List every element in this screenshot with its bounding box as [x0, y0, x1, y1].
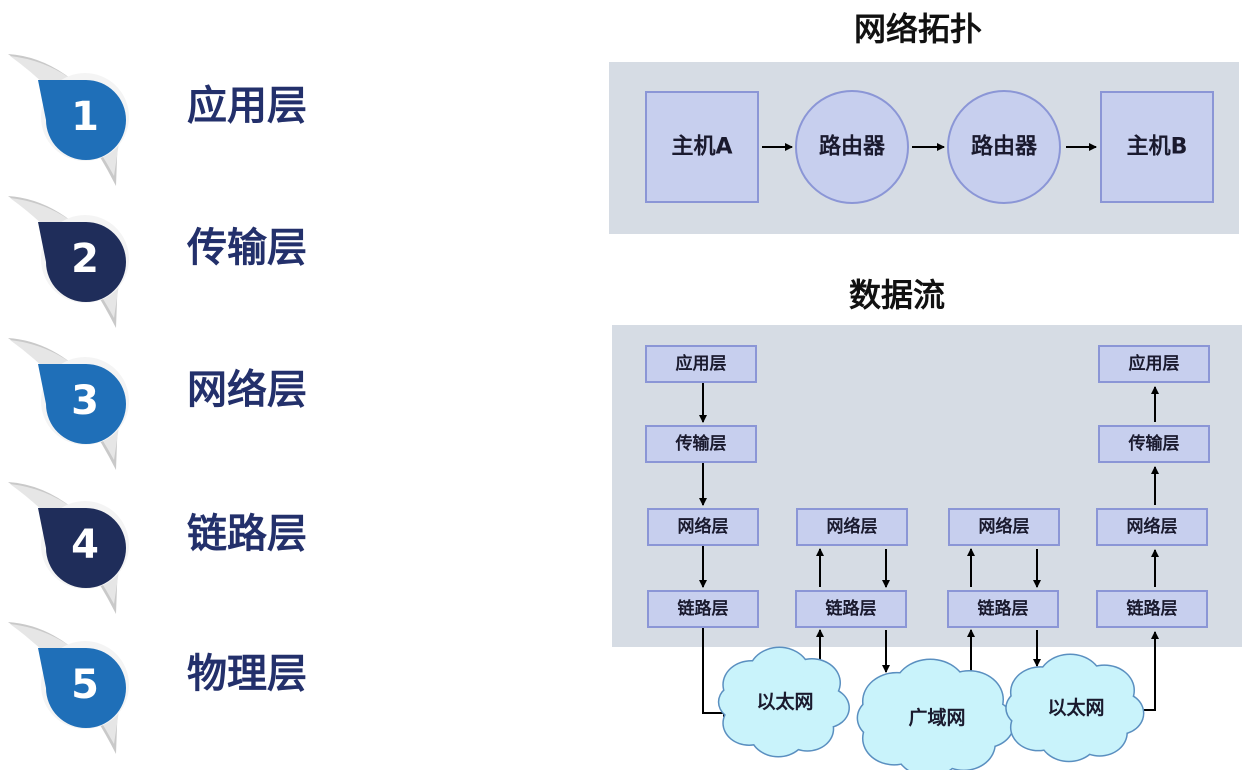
layer-badge-shape: [8, 196, 129, 328]
layer-item-4: 4 链路层: [0, 464, 380, 614]
topology-host-a-label: 主机A: [671, 135, 732, 160]
flow-host-b-2-label: 传输层: [1128, 433, 1180, 454]
cloud-ethernet-1: 以太网: [717, 646, 850, 758]
cloud-wan-label: 广域网: [908, 706, 965, 729]
flow-host-b-4: 链路层: [1096, 590, 1208, 628]
topology-title: 网络拓扑: [853, 10, 983, 48]
flow-host-b-3: 网络层: [1096, 508, 1208, 546]
flow-host-a-4-label: 链路层: [678, 598, 729, 619]
flow-host-a-3-label: 网络层: [678, 516, 729, 537]
layer-item-5: 5 物理层: [0, 604, 380, 754]
flow-host-a-3: 网络层: [647, 508, 759, 546]
flow-host-b-4-label: 链路层: [1127, 598, 1178, 619]
flow-host-b-2: 传输层: [1098, 425, 1210, 463]
cloud-ethernet-1-label: 以太网: [756, 690, 813, 713]
flow-host-b-1: 应用层: [1098, 345, 1210, 383]
dataflow-title: 数据流: [848, 276, 946, 314]
flow-router-2-2: 链路层: [947, 590, 1059, 628]
topology-router-2: 路由器: [947, 90, 1061, 204]
flow-arrow-cloud-2-to-b: [1137, 631, 1159, 711]
flow-host-b-1-label: 应用层: [1129, 353, 1180, 374]
layer-item-2: 2 传输层: [0, 178, 380, 328]
layer-label: 链路层: [187, 511, 307, 557]
flow-router-2-2-label: 链路层: [978, 598, 1029, 619]
layer-badge-shape: [8, 622, 129, 754]
layer-number: 3: [71, 378, 99, 424]
layer-badge-shape: [8, 338, 129, 470]
layer-label: 网络层: [187, 367, 307, 413]
topology-router-1: 路由器: [795, 90, 909, 204]
layer-item-1: 1 应用层: [0, 36, 380, 186]
cloud-ethernet-2: 以太网: [1005, 653, 1145, 763]
layer-label: 应用层: [187, 83, 307, 129]
flow-host-a-1: 应用层: [645, 345, 757, 383]
flow-host-a-2-label: 传输层: [675, 433, 727, 454]
layer-badge-shape: [8, 54, 129, 186]
flow-host-a-4: 链路层: [647, 590, 759, 628]
flow-arrow-to-cloud-1: [702, 628, 731, 717]
layer-number: 1: [71, 94, 99, 140]
flow-router-2-1-label: 网络层: [979, 516, 1030, 537]
layer-item-3: 3 网络层: [0, 320, 380, 470]
flow-host-a-1-label: 应用层: [676, 353, 727, 374]
flow-host-a-2: 传输层: [645, 425, 757, 463]
topology-host-b-label: 主机B: [1127, 135, 1188, 160]
flow-router-2-1: 网络层: [948, 508, 1060, 546]
flow-router-1-2-label: 链路层: [826, 598, 877, 619]
cloud-wan: 广域网: [856, 658, 1015, 770]
layer-label: 物理层: [187, 651, 307, 697]
layer-number: 5: [71, 662, 99, 708]
layer-number: 2: [71, 236, 99, 282]
flow-host-b-3-label: 网络层: [1127, 516, 1178, 537]
topology-host-a: 主机A: [645, 91, 759, 203]
layer-badge-shape: [8, 482, 129, 614]
layer-number: 4: [71, 522, 99, 568]
cloud-ethernet-2-label: 以太网: [1047, 696, 1104, 719]
flow-router-1-1: 网络层: [796, 508, 908, 546]
topology-router-1-label: 路由器: [819, 134, 886, 160]
flow-router-1-1-label: 网络层: [827, 516, 878, 537]
topology-router-2-label: 路由器: [971, 134, 1038, 160]
layer-label: 传输层: [187, 225, 307, 271]
flow-router-1-2: 链路层: [795, 590, 907, 628]
topology-host-b: 主机B: [1100, 91, 1214, 203]
